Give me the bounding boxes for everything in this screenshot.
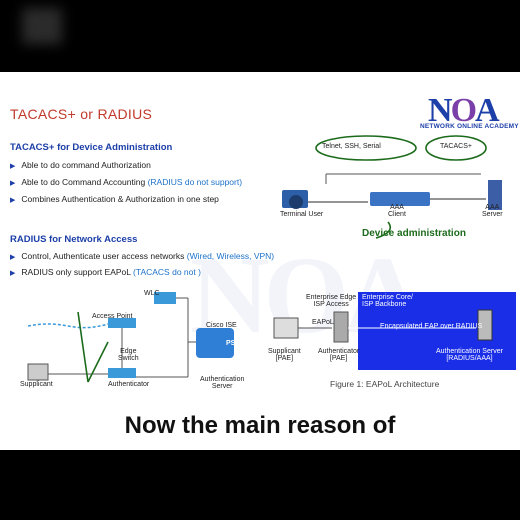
slide: NOA TACACS+ or RADIUS NOA NETWORK ONLINE… [0,72,520,450]
supplicant-pc-icon [273,317,299,339]
bullet-arrow-icon: ▶ [10,180,16,187]
green-curve [375,221,392,239]
aaa-server-label: AAA Server [482,204,503,218]
green-annotation [77,311,109,383]
video-bottom-bar [0,450,520,520]
tacacs-bullet-3: ▶Combines Authentication & Authorization… [10,194,219,204]
wireless-link [27,323,109,329]
aaa-client-label: AAA Client [388,204,406,218]
bubble-telnet-label: Telnet, SSH, Serial [322,143,381,150]
cisco-ise-icon [196,328,234,358]
bubble-telnet-outline [315,135,417,161]
bullet-arrow-icon: ▶ [10,163,16,170]
tacacs-bullet-1: ▶Able to do command Authorization [10,160,151,170]
bullet-arrow-icon: ▶ [10,270,16,277]
tacacs-heading: TACACS+ for Device Administration [10,142,173,153]
switch-icon [370,192,430,206]
network-access-diagram [27,292,206,383]
authenticator-label: Authenticator [108,381,150,388]
cisco-ise-label: Cisco ISE [206,322,237,329]
user-icon [289,195,303,209]
edge-switch-icon [108,368,136,378]
auth-server-label: Authentication Server [200,376,245,390]
psn-label: PSN [226,340,241,347]
radius-server-icon [477,309,493,341]
right-authenticator-label: Authenticator [PAE] [318,348,360,362]
figure-caption: Figure 1: EAPoL Architecture [330,379,440,389]
radius-heading: RADIUS for Network Access [10,234,138,245]
wlc-label: WLC [144,290,160,297]
eapol-label: EAPoL [312,319,334,326]
bubble-tacacs-label: TACACS+ [440,143,472,150]
enterprise-core-label: Enterprise Core/ ISP Backbone [362,294,413,308]
radius-bullet-2: ▶RADIUS only support EAPoL (TACACS do no… [10,267,201,277]
edge-switch-label: Edge Switch [118,348,139,362]
eapol-diagram [273,309,493,343]
bubble-tacacs-outline [425,135,487,161]
authenticator-icon [333,311,349,343]
tacacs-bullet-2: ▶Able to do Command Accounting (RADIUS d… [10,177,243,187]
supplicant-pc-icon [27,363,49,381]
device-admin-annotation: Device administration [362,228,466,239]
enterprise-edge-label: Enterprise Edge ISP Access [306,294,357,308]
academy-logo-subtitle: NETWORK ONLINE ACADEMY [420,123,519,130]
radius-bullet-1: ▶Control, Authenticate user access netwo… [10,251,275,261]
subtitle-background [0,402,520,450]
academy-logo: NOA [428,92,500,129]
encapsulated-label: Encapsulated EAP over RADIUS [380,323,483,330]
slide-title: TACACS+ or RADIUS [10,106,153,122]
terminal-user-label: Terminal User [280,211,324,218]
access-point-label: Access Point [92,313,133,320]
bullet-arrow-icon: ▶ [10,197,16,204]
video-top-bar [0,0,520,72]
supplicant-label: Supplicant [20,381,53,388]
blurred-overlay [22,8,62,44]
server-icon [488,180,502,210]
wlc-icon [154,292,176,304]
bullet-arrow-icon: ▶ [10,254,16,261]
access-point-icon [108,318,136,328]
right-auth-server-label: Authentication Server [RADIUS/AAA] [436,348,503,362]
device-admin-diagram [282,135,502,239]
video-subtitle: Now the main reason of [124,412,396,439]
right-supplicant-label: Supplicant [PAE] [268,348,301,362]
